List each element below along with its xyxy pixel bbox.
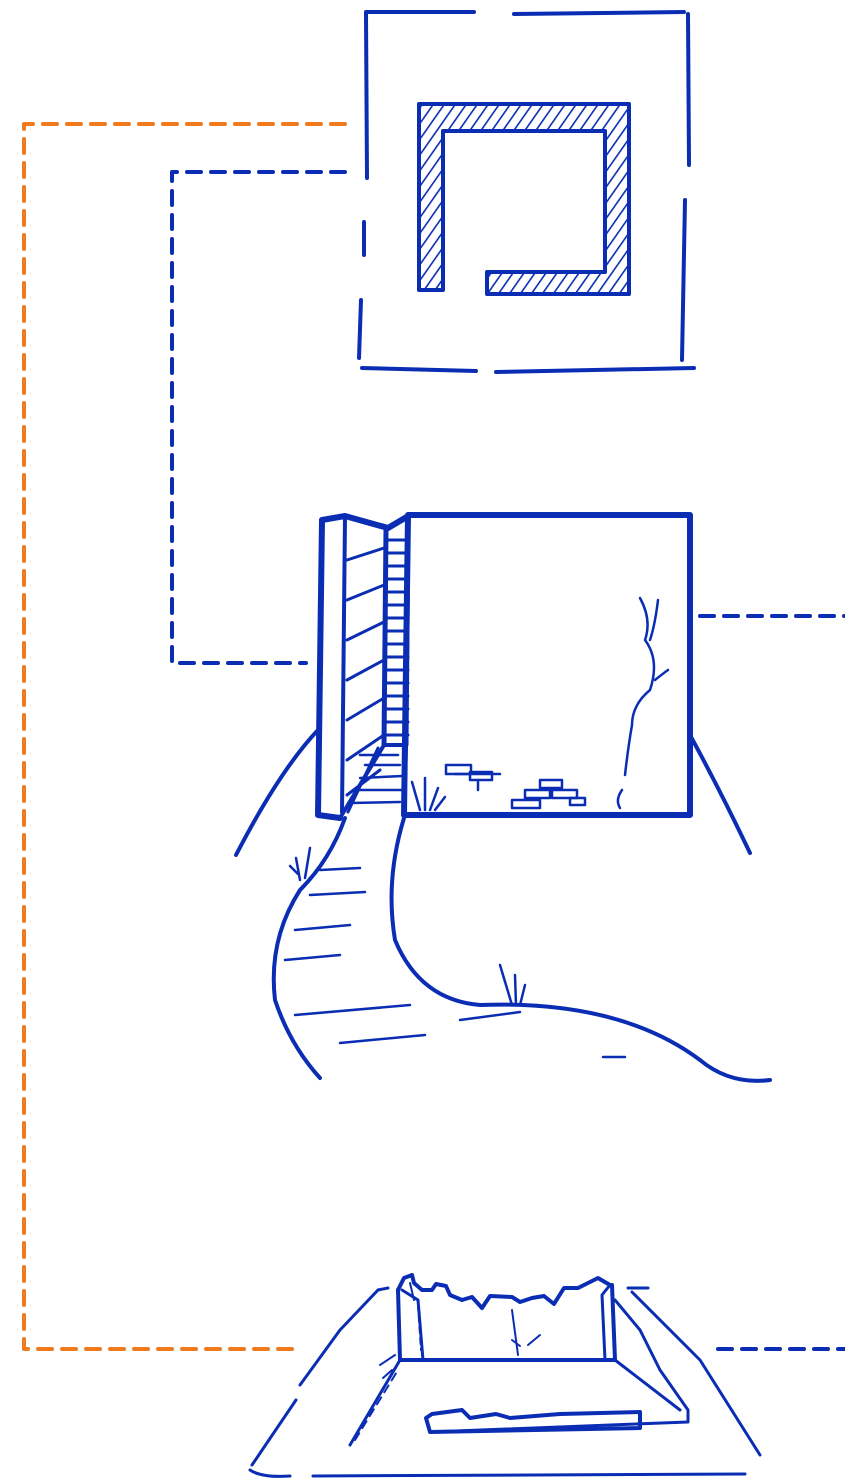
ruined-enclosure-icon xyxy=(250,1275,760,1476)
orange-dashed-connector xyxy=(24,124,345,1349)
wall-with-path-icon xyxy=(236,515,770,1081)
hatched-wall-plan-icon xyxy=(419,104,629,294)
plan-frame xyxy=(359,12,694,372)
plan-view-sketch xyxy=(359,12,694,372)
ruin-sketch xyxy=(250,1275,760,1476)
wall-perspective-sketch xyxy=(236,515,770,1081)
